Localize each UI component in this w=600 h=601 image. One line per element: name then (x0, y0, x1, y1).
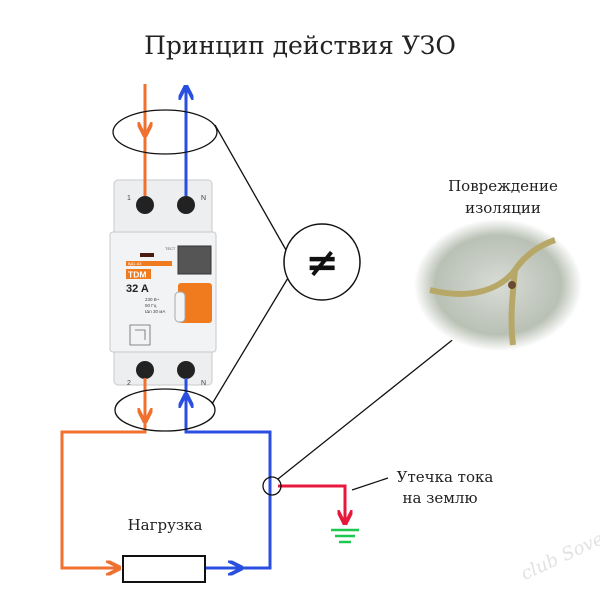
terminal-screw (177, 196, 195, 214)
spec-label: IΔn 30 мА (145, 309, 165, 314)
watermark-logo: club Sovet (518, 525, 600, 585)
not-equal-sign: ≠ (305, 240, 339, 286)
terminal-label: N (201, 380, 206, 387)
leakage-wire (278, 484, 345, 522)
phase-wire (60, 84, 145, 568)
bottom-sensor-ellipse (114, 388, 216, 432)
insulation-damage-label-2: изоляции (465, 199, 541, 217)
neutral-wire (186, 88, 272, 568)
terminal-screw (136, 361, 154, 379)
ground-icon (331, 528, 359, 544)
spec-label: 230 В~ (145, 297, 160, 302)
test-label: ТЕСТ (165, 246, 176, 251)
terminal-label: 2 (127, 380, 131, 387)
terminal-screw (177, 361, 195, 379)
page-title: Принцип действия УЗО (144, 31, 456, 60)
insulation-damage-photo (414, 219, 582, 351)
insulation-damage-label-1: Повреждение (448, 177, 558, 195)
rating-label: 32 A (126, 283, 149, 295)
load-resistor (122, 555, 206, 583)
model-label: ВД1-63 (128, 261, 142, 266)
terminal-label: N (201, 195, 206, 202)
not-equal-circle (283, 223, 361, 301)
toggle-lever (178, 283, 212, 323)
test-button (177, 245, 212, 275)
terminal-screw (136, 196, 154, 214)
terminal-label: 1 (127, 195, 131, 202)
leakage-label-2: на землю (402, 489, 477, 507)
spec-label: 50 Гц (145, 303, 157, 308)
leakage-label-1: Утечка тока (397, 468, 494, 486)
brand-logo: TDM (128, 270, 146, 280)
top-sensor-ellipse (112, 109, 218, 155)
rcd-device: 1 N 2 N ТЕСТ ВД1-63 TDM 32 A 230 В~ 50 Г… (109, 179, 217, 387)
load-label: Нагрузка (128, 516, 203, 534)
